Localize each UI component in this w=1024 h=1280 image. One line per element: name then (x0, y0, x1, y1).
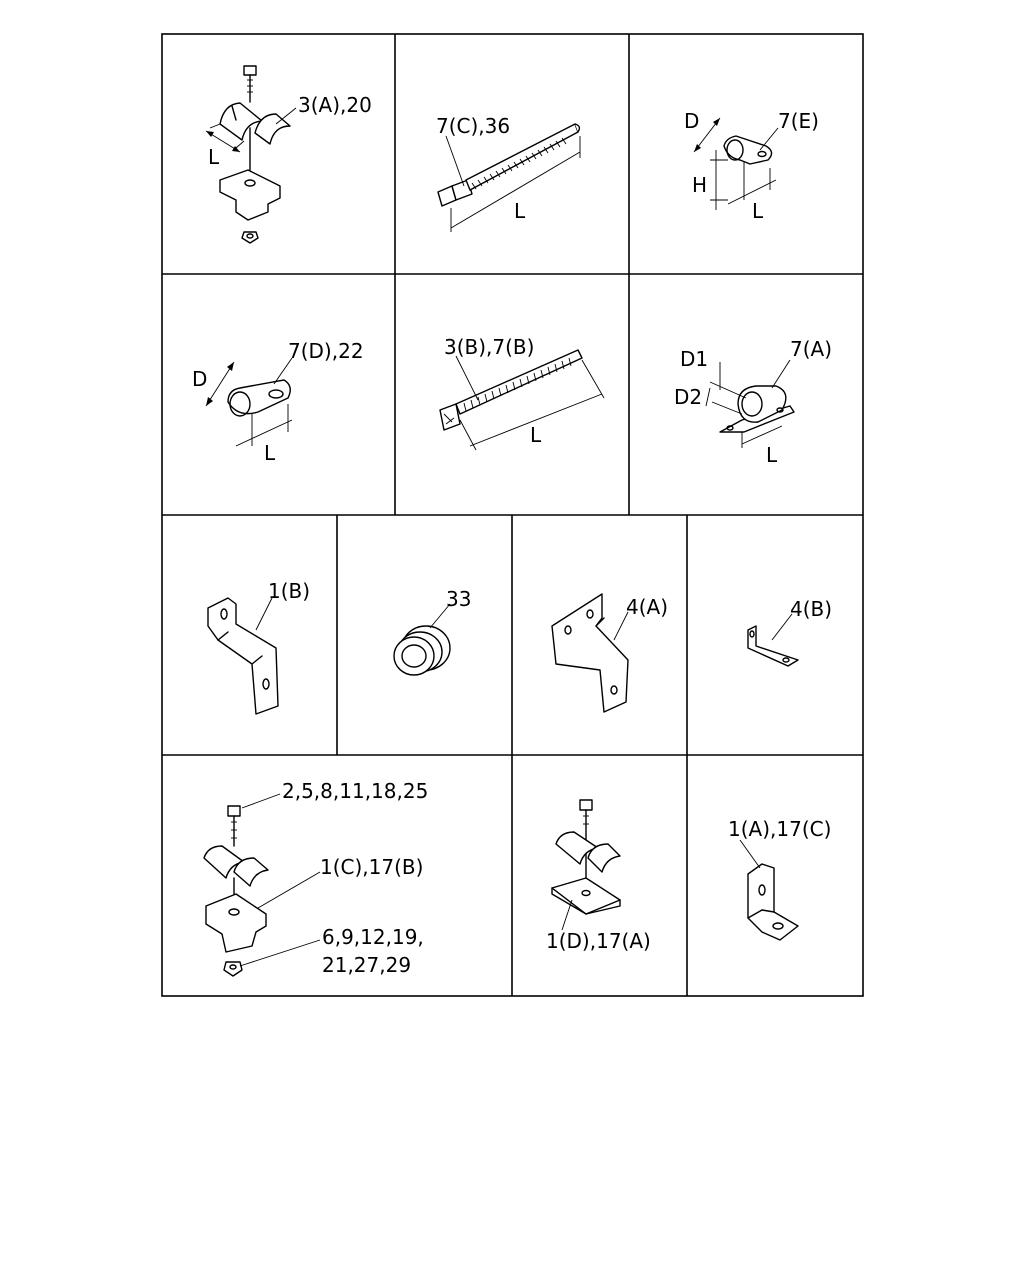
label-dimension-L: L (766, 443, 778, 467)
label-dimension: L (514, 199, 526, 223)
dimension-D1-D2 (705, 362, 747, 415)
angle-bracket-icon (747, 863, 799, 941)
label-dimension: L (208, 145, 220, 169)
grommet-icon (393, 625, 451, 676)
label-dimension-H: H (692, 173, 707, 197)
panel-6: 7(A) D1 D2 L (674, 337, 832, 467)
saddle-clamp-icon (219, 65, 291, 244)
dimension-L (205, 123, 245, 153)
dimension-D (693, 117, 721, 153)
label-part-number: 7(D),22 (288, 339, 364, 363)
clamp-assembly-icon (203, 805, 269, 977)
clamp-plate-icon (551, 799, 621, 915)
dimension-L (727, 162, 777, 205)
panel-2: 7(C),36 L (436, 114, 581, 232)
label-nut-numbers-line2: 21,27,29 (322, 953, 411, 977)
label-part-number: 1(D),17(A) (546, 929, 651, 953)
panel-4: 7(D),22 D L (192, 339, 364, 465)
panel-13: 1(A),17(C) (728, 817, 831, 941)
label-dimension-D2: D2 (674, 385, 702, 409)
label-clamp-number: 1(C),17(B) (320, 855, 423, 879)
label-dimension-D: D (684, 109, 699, 133)
p-clip-icon (227, 379, 291, 417)
panel-5: 3(B),7(B) L (439, 335, 605, 451)
label-part-number: 3(B),7(B) (444, 335, 534, 359)
label-part-number: 3(A),20 (298, 93, 372, 117)
p-clip-icon (723, 135, 773, 165)
label-dimension-L: L (752, 199, 764, 223)
panel-1: 3(A),20 L (205, 65, 372, 244)
dimension-L (741, 425, 783, 448)
dimension-H (710, 150, 728, 210)
label-part-number: 4(B) (790, 597, 832, 621)
dimension-L (459, 359, 605, 451)
label-dimension: L (530, 423, 542, 447)
label-nut-numbers-line1: 6,9,12,19, (322, 925, 424, 949)
label-part-number: 1(B) (268, 579, 310, 603)
cable-tie-icon (437, 123, 581, 207)
panel-8: 33 (393, 587, 471, 676)
panel-3: 7(E) D H L (684, 109, 819, 223)
dimension-L (235, 404, 293, 447)
l-bracket-icon (747, 625, 799, 667)
dimension-L (450, 136, 581, 232)
dimension-D (205, 361, 235, 407)
panel-10: 4(B) (747, 597, 832, 667)
bracket-icon (551, 593, 629, 713)
panel-7: 1(B) (207, 579, 310, 715)
label-dimension-L: L (264, 441, 276, 465)
label-part-number: 33 (446, 587, 471, 611)
panel-11: 2,5,8,11,18,25 1(C),17(B) 6,9,12,19, 21,… (203, 779, 428, 977)
panel-12: 1(D),17(A) (546, 799, 651, 953)
panel-9: 4(A) (551, 593, 668, 713)
label-dimension-D: D (192, 367, 207, 391)
label-part-number: 7(A) (790, 337, 832, 361)
double-clip-icon (719, 385, 795, 433)
label-bolt-numbers: 2,5,8,11,18,25 (282, 779, 428, 803)
label-part-number: 4(A) (626, 595, 668, 619)
label-part-number: 7(E) (778, 109, 819, 133)
cable-tie-icon (439, 349, 583, 431)
grid-frame (161, 33, 864, 997)
label-dimension-D1: D1 (680, 347, 708, 371)
label-part-number: 7(C),36 (436, 114, 510, 138)
z-bracket-icon (207, 597, 279, 715)
label-part-number: 1(A),17(C) (728, 817, 831, 841)
